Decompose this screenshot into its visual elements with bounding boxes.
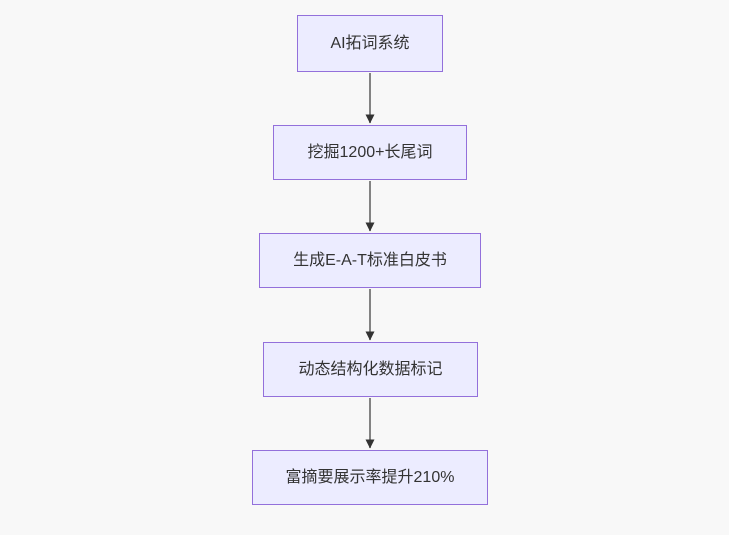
node-rich-snippet-rate-increase: 富摘要展示率提升210% — [252, 450, 488, 505]
node-label: 动态结构化数据标记 — [298, 360, 443, 378]
node-mine-longtail-keywords: 挖掘1200+长尾词 — [273, 125, 467, 180]
node-label: 生成E-A-T标准白皮书 — [293, 251, 447, 269]
node-ai-word-expansion-system: AI拓词系统 — [297, 15, 443, 72]
node-label: 挖掘1200+长尾词 — [307, 143, 433, 161]
node-generate-eat-whitepaper: 生成E-A-T标准白皮书 — [259, 233, 481, 288]
node-label: AI拓词系统 — [330, 34, 410, 52]
node-dynamic-structured-data-markup: 动态结构化数据标记 — [263, 342, 478, 397]
node-label: 富摘要展示率提升210% — [285, 468, 455, 486]
